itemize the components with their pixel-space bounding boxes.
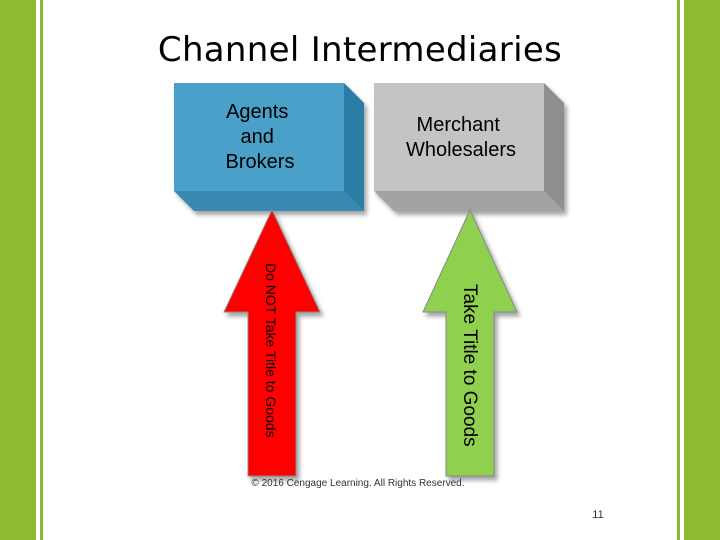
- copyright-text: © 2016 Cengage Learning. All Rights Rese…: [251, 478, 464, 489]
- merchant-wholesalers-label: Merchant Wholesalers: [406, 114, 516, 161]
- do-not-take-title-arrow: [223, 208, 321, 477]
- merchant-wholesalers-box: [374, 83, 564, 211]
- do-not-take-title-label: Do NOT Take Title to Goods: [263, 263, 279, 438]
- page-number: 11: [592, 509, 603, 521]
- right-accent-line: [677, 0, 680, 540]
- slide-title: Channel Intermediaries: [157, 30, 563, 70]
- agents-brokers-label: Agents and Brokers: [226, 101, 295, 173]
- take-title-label: Take Title to Goods: [459, 284, 480, 447]
- right-accent-bar: [684, 0, 720, 540]
- left-accent-bar: [0, 0, 36, 540]
- agents-brokers-box: [174, 83, 364, 211]
- take-title-arrow: [422, 208, 518, 477]
- left-accent-line: [40, 0, 43, 540]
